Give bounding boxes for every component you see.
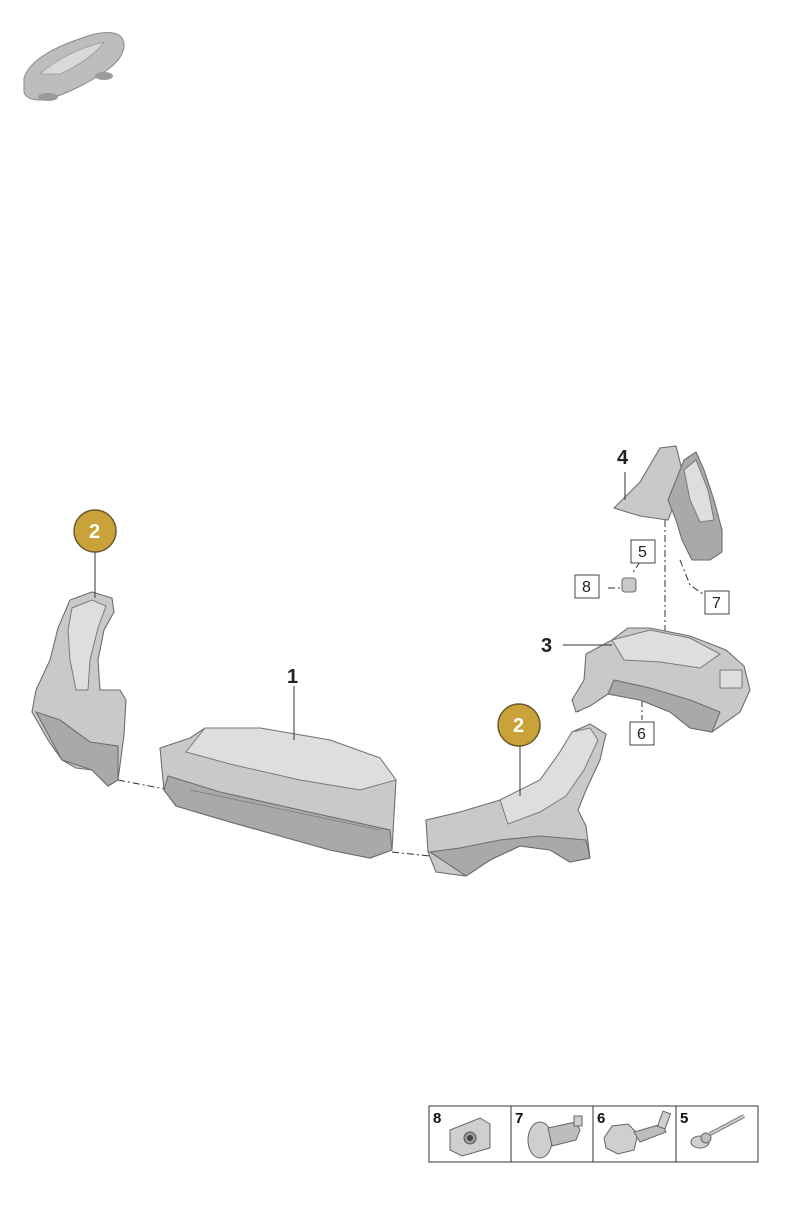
hex-bolt-icon <box>603 1110 672 1155</box>
svg-text:2: 2 <box>513 715 524 737</box>
svg-text:8: 8 <box>433 1110 441 1127</box>
fastener-legend: 8 7 6 5 <box>428 1105 759 1163</box>
part-air-guide-left <box>31 591 127 787</box>
leader-lines <box>94 472 626 796</box>
part-bracket-3 <box>571 627 751 733</box>
svg-text:6: 6 <box>597 1110 605 1127</box>
push-rivet-icon <box>527 1115 583 1159</box>
badge-2-right: 2 <box>497 703 541 747</box>
legend-cell-7: 7 <box>515 1110 583 1159</box>
screw-washer-icon <box>690 1114 745 1149</box>
callout-1: 1 <box>287 666 298 688</box>
part-air-guide-4 <box>612 445 723 561</box>
part-air-duct-center <box>159 727 397 859</box>
svg-text:5: 5 <box>680 1110 688 1127</box>
part-air-guide-right <box>425 723 607 877</box>
car-silhouette-icon <box>23 32 125 101</box>
svg-text:5: 5 <box>638 544 647 561</box>
svg-text:2: 2 <box>89 521 100 543</box>
callout-3: 3 <box>541 635 552 657</box>
svg-text:8: 8 <box>582 579 591 596</box>
legend-cell-6: 6 <box>597 1110 672 1155</box>
badge-2-left: 2 <box>73 509 117 553</box>
boxed-callout-5: 5 <box>630 539 656 564</box>
fastener-clip-8 <box>621 577 637 593</box>
svg-text:7: 7 <box>515 1110 523 1127</box>
boxed-callout-6: 6 <box>629 721 655 746</box>
legend-cell-8: 8 <box>433 1110 491 1157</box>
clip-nut-icon <box>449 1117 491 1157</box>
boxed-callout-8: 8 <box>574 574 600 599</box>
svg-text:6: 6 <box>637 726 646 743</box>
legend-cell-5: 5 <box>680 1110 745 1149</box>
callout-4: 4 <box>617 447 629 469</box>
boxed-callout-7: 7 <box>704 590 730 615</box>
svg-text:7: 7 <box>712 595 721 612</box>
